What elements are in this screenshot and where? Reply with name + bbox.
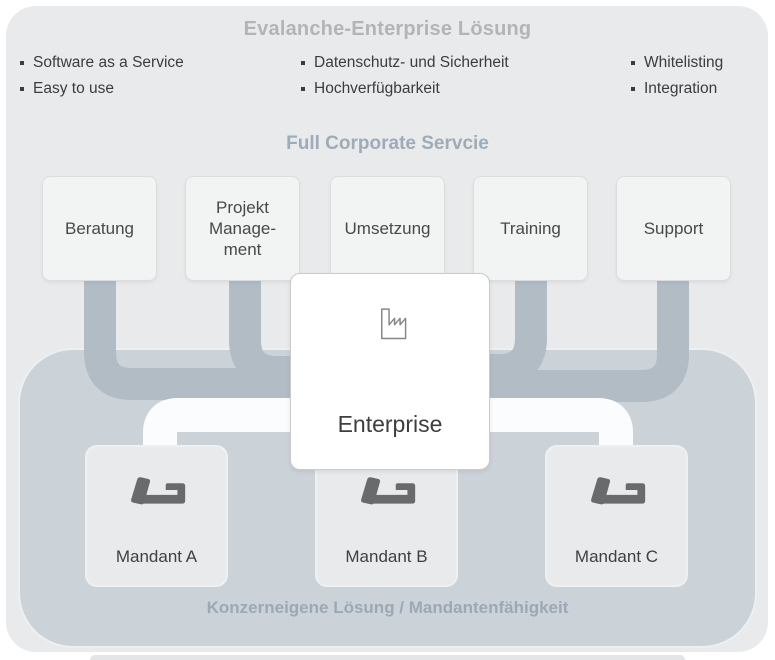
bullet-icon [631, 87, 635, 91]
inner-panel-label: Konzerneigene Lösung / Mandantenfähigkei… [206, 598, 569, 617]
service-box-label: Support [643, 218, 704, 238]
feature-item: Software as a Service [20, 50, 184, 76]
client-handle-icon [353, 476, 421, 511]
factory-icon [368, 300, 412, 349]
diagram-title: Evalanche-Enterprise Lösung [243, 18, 532, 40]
bullet-icon [301, 61, 305, 65]
service-box-umsetzung: Umsetzung [330, 176, 445, 281]
feature-column-1: Software as a Service Easy to use [20, 50, 184, 102]
service-box-label: Training [500, 218, 561, 238]
client-box-label: Mandant A [115, 547, 198, 566]
client-handle-icon [583, 476, 651, 511]
client-handle-icon [123, 476, 191, 511]
bullet-icon [631, 61, 635, 65]
feature-item: Whitelisting [631, 50, 723, 76]
feature-text: Software as a Service [33, 54, 184, 71]
feature-text: Integration [644, 80, 718, 97]
service-box-label: Beratung [65, 218, 134, 238]
bullet-icon [301, 87, 305, 91]
feature-text: Hochverfügbarkeit [314, 80, 440, 97]
service-box-support: Support [616, 176, 731, 281]
client-box-mandant-c: Mandant C [545, 445, 688, 587]
client-box-label: Mandant C [574, 547, 659, 566]
feature-column-2: Datenschutz- und Sicherheit Hochverfügba… [301, 50, 509, 102]
feature-column-3: Whitelisting Integration [631, 50, 723, 102]
services-heading: Full Corporate Servcie [286, 133, 489, 154]
service-box-projekt-management: Projekt Manage- ment [185, 176, 300, 281]
service-box-label: Projekt Manage- ment [208, 197, 277, 260]
feature-text: Datenschutz- und Sicherheit [314, 54, 509, 71]
bullet-icon [20, 61, 24, 65]
service-box-label: Umsetzung [344, 218, 431, 238]
feature-text: Whitelisting [644, 54, 724, 71]
client-box-label: Mandant B [345, 547, 428, 566]
service-box-training: Training [473, 176, 588, 281]
feature-item: Hochverfügbarkeit [301, 76, 509, 102]
enterprise-label: Enterprise [337, 411, 443, 437]
cutoff-section-edge [90, 655, 685, 660]
feature-item: Easy to use [20, 76, 184, 102]
feature-text: Easy to use [33, 80, 114, 97]
feature-item: Datenschutz- und Sicherheit [301, 50, 509, 76]
feature-item: Integration [631, 76, 723, 102]
enterprise-box: Enterprise [290, 273, 490, 470]
client-box-mandant-a: Mandant A [85, 445, 228, 587]
bullet-icon [20, 87, 24, 91]
service-box-beratung: Beratung [42, 176, 157, 281]
